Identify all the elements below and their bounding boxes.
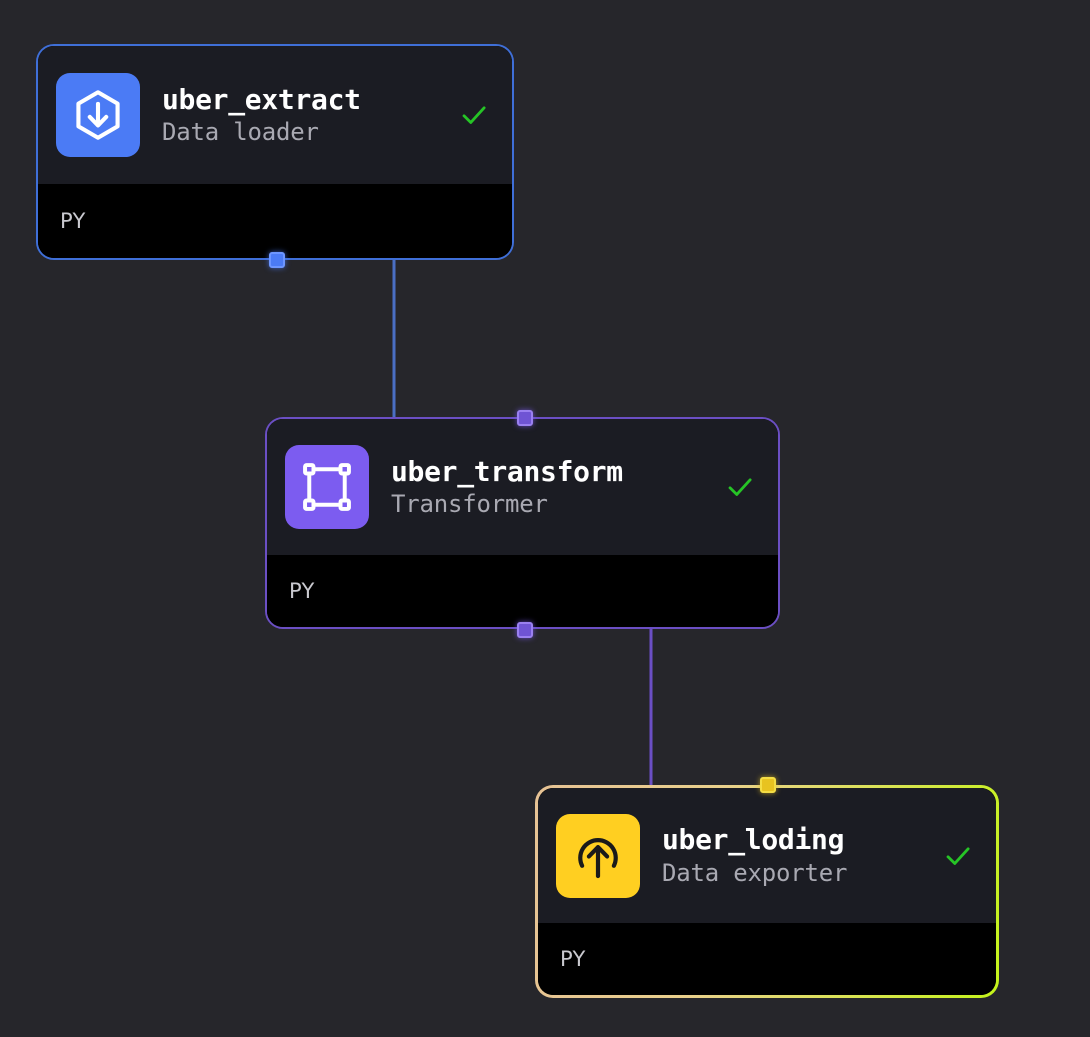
node-title: uber_extract: [162, 82, 361, 116]
node-footer: PY: [38, 184, 512, 258]
language-label: PY: [560, 947, 586, 971]
node-footer: PY: [538, 923, 996, 995]
node-header: uber_loding Data exporter: [538, 788, 996, 923]
node-text-block: uber_extract Data loader: [162, 83, 448, 147]
status-badge: [454, 99, 494, 131]
node-footer: PY: [267, 555, 778, 627]
status-badge: [720, 471, 760, 503]
node-uber-loding[interactable]: uber_loding Data exporter PY: [535, 777, 999, 998]
status-badge: [938, 840, 978, 872]
node-subtitle: Transformer: [391, 490, 548, 519]
output-port[interactable]: [269, 252, 285, 268]
node-text-block: uber_transform Transformer: [391, 455, 714, 519]
hexagon-download-icon: [56, 73, 140, 157]
language-label: PY: [60, 209, 86, 233]
arc-upload-icon: [556, 813, 640, 898]
node-uber-extract[interactable]: uber_extract Data loader PY: [36, 44, 514, 268]
node-title: uber_transform: [391, 454, 623, 488]
check-icon: [946, 846, 970, 865]
node-header: uber_extract Data loader: [38, 46, 512, 184]
check-icon: [728, 478, 752, 496]
node-text-block: uber_loding Data exporter: [662, 823, 932, 887]
node-header: uber_transform Transformer: [267, 419, 778, 555]
output-port[interactable]: [517, 622, 533, 638]
input-port[interactable]: [517, 410, 533, 426]
check-icon: [462, 106, 486, 124]
node-uber-transform[interactable]: uber_transform Transformer PY: [265, 410, 780, 638]
transform-box-icon: [285, 445, 369, 529]
input-port[interactable]: [760, 777, 776, 793]
node-title: uber_loding: [662, 823, 845, 857]
node-subtitle: Data loader: [162, 118, 319, 147]
language-label: PY: [289, 579, 315, 603]
node-subtitle: Data exporter: [662, 858, 848, 887]
